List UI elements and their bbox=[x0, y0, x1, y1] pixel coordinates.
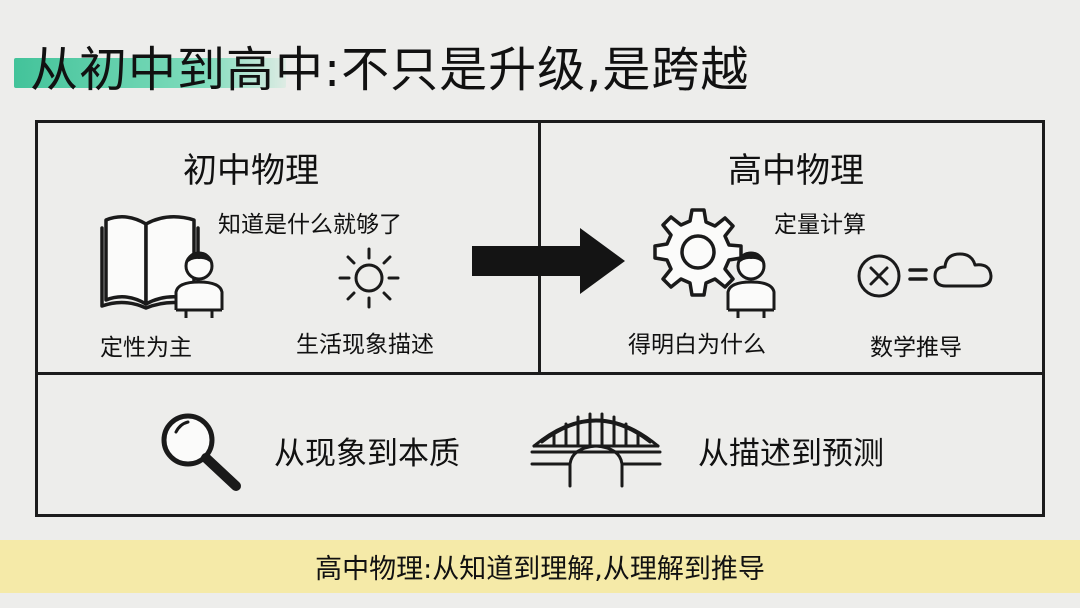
derivation-label: 数学推导 bbox=[870, 335, 962, 361]
gear-icon bbox=[653, 208, 743, 297]
phenomena-label: 生活现象描述 bbox=[296, 332, 434, 358]
right-arrow-icon bbox=[472, 228, 625, 294]
cloud-icon bbox=[933, 252, 993, 288]
student-icon bbox=[726, 251, 776, 318]
qualitative-label: 定性为主 bbox=[100, 335, 192, 361]
magnifying-glass-icon bbox=[161, 413, 241, 491]
junior-physics-heading: 初中物理 bbox=[183, 151, 319, 191]
footer-band bbox=[0, 540, 1080, 593]
junior-caption: 知道是什么就够了 bbox=[218, 212, 402, 238]
student-icon bbox=[174, 251, 224, 318]
equals-icon bbox=[908, 268, 928, 281]
senior-physics-heading: 高中物理 bbox=[728, 151, 864, 191]
arch-bridge-icon bbox=[530, 412, 662, 488]
circled-x-icon bbox=[857, 254, 901, 298]
sun-icon bbox=[338, 247, 400, 309]
description-to-prediction-label: 从描述到预测 bbox=[698, 436, 884, 472]
title-highlight bbox=[14, 58, 286, 88]
phenomenon-to-essence-label: 从现象到本质 bbox=[274, 436, 460, 472]
page-title: 从初中到高中:不只是升级,是跨越 bbox=[30, 42, 750, 98]
footer-summary: 高中物理:从知道到理解,从理解到推导 bbox=[315, 554, 765, 585]
senior-caption: 定量计算 bbox=[774, 212, 866, 238]
why-label: 得明白为什么 bbox=[628, 332, 766, 358]
